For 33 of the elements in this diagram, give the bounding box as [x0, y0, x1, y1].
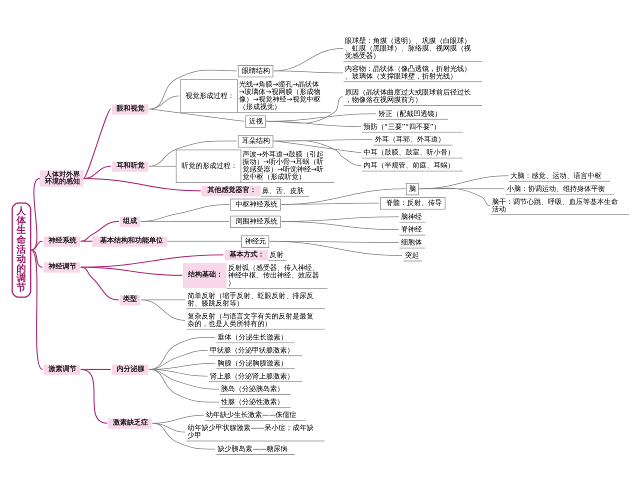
node-box: 人体生命活动的调节	[12, 202, 32, 298]
connector	[140, 220, 230, 222]
connector	[148, 165, 177, 166]
connector	[148, 368, 220, 402]
connector	[148, 140, 238, 166]
connector	[30, 240, 43, 250]
connector	[148, 69, 238, 109]
connector	[80, 266, 119, 300]
connector	[273, 70, 344, 73]
connector	[166, 240, 242, 242]
connector	[80, 368, 108, 424]
connector	[280, 202, 380, 204]
connector	[30, 249, 43, 370]
connector	[148, 108, 245, 122]
connector	[140, 299, 186, 320]
connector	[418, 187, 491, 206]
connector	[152, 422, 186, 432]
connector	[80, 240, 92, 242]
connector	[83, 165, 111, 179]
connector	[280, 220, 400, 230]
connector	[273, 140, 362, 166]
connector	[83, 108, 112, 178]
connector	[30, 249, 43, 268]
connector	[152, 422, 216, 450]
connector	[30, 178, 40, 250]
connector	[266, 120, 362, 127]
connector	[80, 266, 182, 276]
connector	[148, 95, 180, 109]
connector	[269, 240, 403, 256]
connector	[280, 188, 406, 204]
connector	[83, 178, 201, 191]
connector	[140, 204, 230, 222]
connector	[80, 220, 119, 242]
